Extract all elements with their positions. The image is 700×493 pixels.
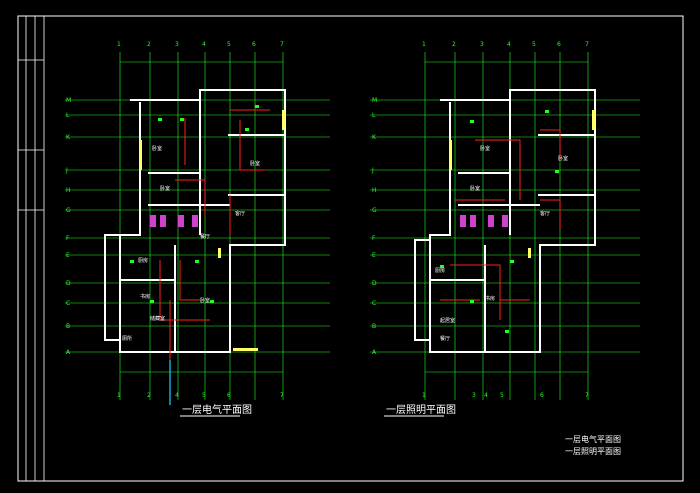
svg-text:5: 5 [202,392,206,399]
svg-text:M: M [66,97,71,104]
svg-text:4: 4 [484,392,488,399]
svg-text:餐厅: 餐厅 [440,335,450,342]
legend-item-2: 一层照明平面图 [565,447,621,456]
room-labels-right: 卧室 卧室 卧室 客厅 厨房 餐厅 起居室 书房 [435,145,568,342]
svg-text:卧室: 卧室 [152,145,162,152]
svg-text:客厅: 客厅 [540,210,550,217]
plan-title-right: 一层照明平面图 [386,404,456,416]
svg-text:F: F [372,235,376,242]
room-labels-left: 卧室 卧室 卧室 客厅 餐厅 厨房 厕所 书房 卧室 储藏室 [122,145,260,342]
svg-text:厕所: 厕所 [122,335,132,342]
svg-text:厨房: 厨房 [138,257,148,264]
col-labels-right: 1 2 3 4 5 6 7 [422,41,589,48]
svg-text:D: D [372,280,377,287]
svg-text:2: 2 [147,41,151,48]
lighting-right [440,129,561,320]
svg-text:4: 4 [202,41,206,48]
plan-title-left: 一层电气平面图 [182,403,252,416]
legend-item-1: 一层电气平面图 [565,434,621,444]
svg-text:K: K [66,134,71,141]
svg-text:2: 2 [452,41,456,48]
svg-text:6: 6 [540,392,544,399]
svg-text:6: 6 [557,41,561,48]
svg-text:书房: 书房 [140,293,150,300]
svg-text:A: A [372,349,377,356]
row-labels-right: M L K J H G F E D C B A [371,97,377,356]
outlets-left [130,105,259,303]
svg-text:L: L [66,112,70,119]
svg-text:餐厅: 餐厅 [200,233,210,240]
svg-text:6: 6 [252,41,256,48]
svg-text:5: 5 [532,41,536,48]
svg-text:卧室: 卧室 [558,155,568,162]
svg-text:7: 7 [585,392,589,399]
svg-text:E: E [372,252,376,259]
svg-text:A: A [66,349,71,356]
row-labels-left: M L K J H G F E D C B A [65,97,71,356]
svg-text:B: B [66,323,70,330]
svg-text:J: J [371,167,374,174]
col-labels-left: 1 2 3 4 5 6 7 [117,41,284,48]
svg-text:1: 1 [117,392,121,399]
svg-text:H: H [66,187,71,194]
svg-text:7: 7 [280,41,284,48]
svg-text:G: G [66,207,71,214]
svg-text:7: 7 [585,41,589,48]
svg-text:G: G [372,207,377,214]
svg-text:卧室: 卧室 [480,145,490,152]
svg-text:7: 7 [280,392,284,399]
svg-text:F: F [66,235,70,242]
svg-text:M: M [372,97,377,104]
svg-text:C: C [66,300,70,307]
fixtures-right [440,110,559,333]
stairs-right [460,215,508,227]
svg-text:起居室: 起居室 [440,317,455,324]
svg-text:书房: 书房 [485,295,495,302]
svg-text:卧室: 卧室 [250,160,260,167]
wall-accents-left [139,110,285,351]
svg-text:K: K [372,134,377,141]
svg-text:3: 3 [480,41,484,48]
stairs-left [150,215,198,227]
svg-text:卧室: 卧室 [160,185,170,192]
wall-accents-right [449,110,595,258]
bottom-labels-right: 1 3 4 5 6 7 [422,392,589,399]
svg-text:5: 5 [500,392,504,399]
svg-text:3: 3 [472,392,476,399]
svg-text:2: 2 [147,392,151,399]
svg-text:4: 4 [507,41,511,48]
svg-text:1: 1 [422,392,426,399]
svg-text:H: H [372,187,377,194]
svg-text:客厅: 客厅 [235,210,245,217]
svg-text:卧室: 卧室 [470,185,480,192]
svg-text:储藏室: 储藏室 [150,315,165,322]
electrical-plan-left: 卧室 卧室 卧室 客厅 餐厅 厨房 厕所 书房 卧室 储藏室 M L K J H… [65,41,330,417]
walls-left [104,89,286,353]
svg-text:J: J [65,167,68,174]
bottom-labels-left: 1 2 4 5 6 7 [117,392,284,399]
svg-text:4: 4 [175,392,179,399]
svg-text:厨房: 厨房 [435,267,445,274]
drawing-border [17,15,684,482]
lighting-plan-right: 卧室 卧室 卧室 客厅 厨房 餐厅 起居室 书房 M L K J H G F E… [370,41,640,417]
svg-text:1: 1 [117,41,121,48]
svg-text:1: 1 [422,41,426,48]
svg-text:C: C [372,300,376,307]
svg-text:B: B [372,323,376,330]
svg-text:E: E [66,252,70,259]
svg-text:卧室: 卧室 [200,297,210,304]
title-strip [18,16,45,481]
svg-text:6: 6 [227,392,231,399]
svg-text:5: 5 [227,41,231,48]
svg-text:L: L [372,112,376,119]
walls-right [414,89,596,353]
legend: 一层电气平面图 一层照明平面图 [565,434,621,456]
svg-text:D: D [66,280,71,287]
svg-text:3: 3 [175,41,179,48]
